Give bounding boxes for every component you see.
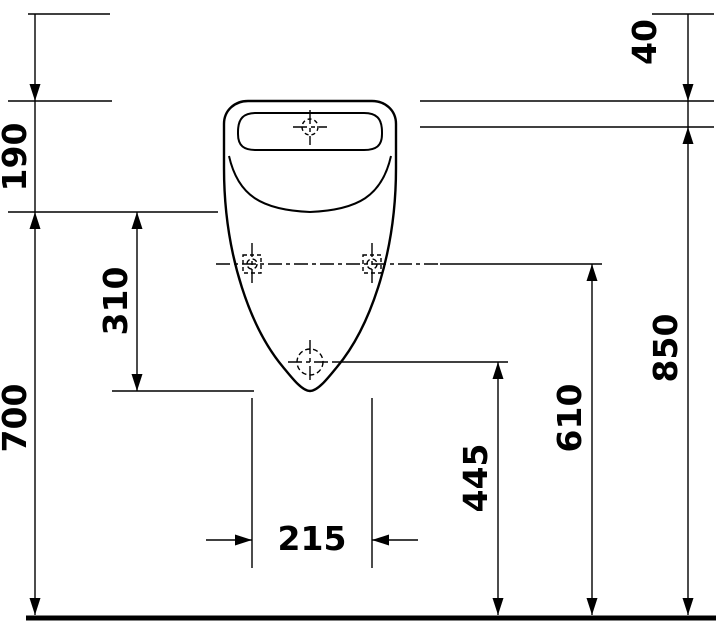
urinal-rim-inner xyxy=(237,112,383,151)
fixing-hole-right xyxy=(362,243,382,285)
arrowhead-up-icon xyxy=(586,264,598,281)
arrowhead-down-icon xyxy=(682,84,694,101)
arrowhead-up-icon xyxy=(131,212,143,229)
dim-label-190: 190 xyxy=(0,123,34,192)
fixing-hole-left xyxy=(242,243,262,285)
fixing-right-circle xyxy=(366,258,378,270)
inlet-connection-mark xyxy=(293,110,327,145)
arrowhead-right-icon xyxy=(235,534,252,546)
dim-chain-left-190-700 xyxy=(29,14,41,615)
dim-label-700: 700 xyxy=(0,384,34,453)
fixing-left-circle xyxy=(246,258,258,270)
dim-310 xyxy=(131,212,143,391)
urinal-outline xyxy=(222,99,398,393)
arrowhead-down-icon xyxy=(29,598,41,615)
arrowhead-down-icon xyxy=(492,598,504,615)
dim-label-850: 850 xyxy=(646,314,685,383)
arrowhead-up-icon xyxy=(492,362,504,379)
arrowhead-down-icon xyxy=(586,598,598,615)
arrowhead-down-icon xyxy=(131,374,143,391)
dim-445 xyxy=(492,362,504,615)
dim-610 xyxy=(586,264,598,615)
dim-215 xyxy=(206,534,418,546)
outlet-mark xyxy=(296,340,324,384)
arrowhead-down-icon xyxy=(29,84,41,101)
dim-chain-right-40-850 xyxy=(682,14,694,615)
arrowhead-up-icon xyxy=(29,212,41,229)
arrowhead-left-icon xyxy=(372,534,389,546)
fixing-left-square xyxy=(242,254,262,274)
dim-label-40: 40 xyxy=(625,19,664,65)
fixing-right-square xyxy=(362,254,382,274)
dim-label-445: 445 xyxy=(456,444,495,513)
arrowhead-up-icon xyxy=(682,127,694,144)
dim-label-310: 310 xyxy=(96,267,135,336)
arrowhead-down-icon xyxy=(682,598,694,615)
dim-label-215: 215 xyxy=(278,519,347,558)
dim-label-610: 610 xyxy=(550,384,589,453)
urinal-bowl-curve xyxy=(228,155,392,214)
